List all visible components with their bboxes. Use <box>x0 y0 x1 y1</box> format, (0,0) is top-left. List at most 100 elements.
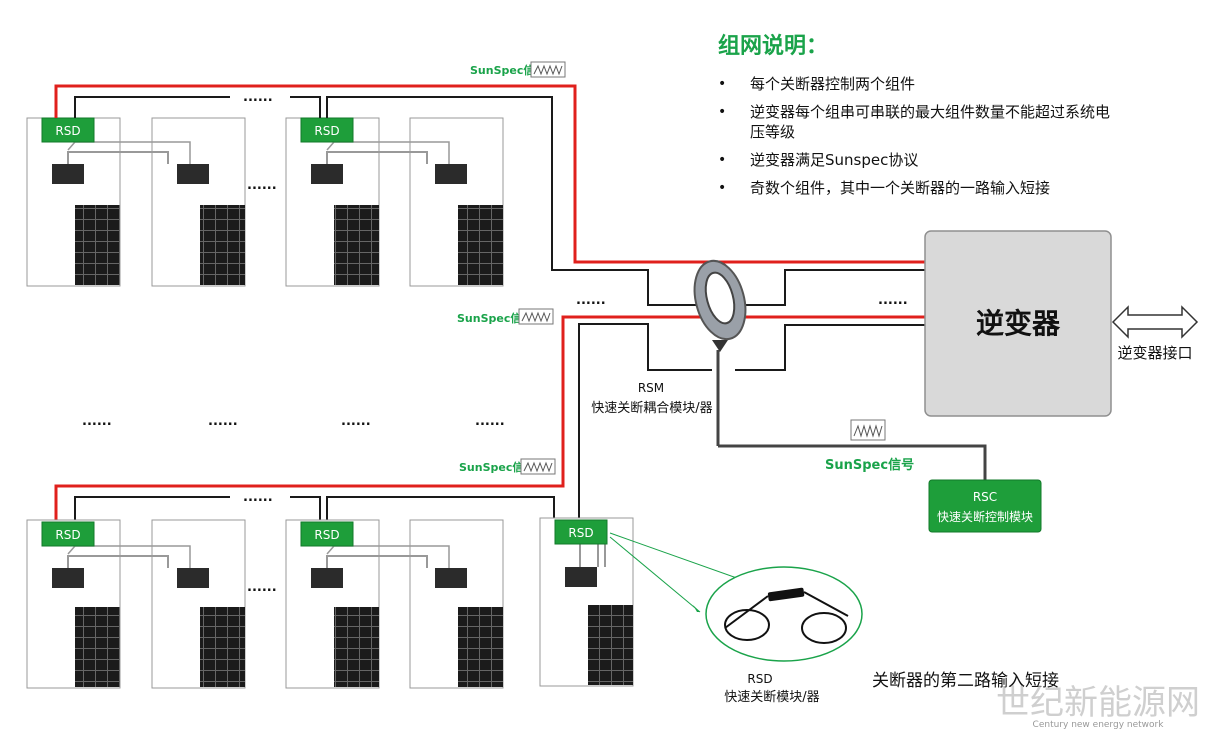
solar-panel-icon <box>75 205 120 285</box>
module-cable <box>326 151 428 164</box>
string-wire-bottom <box>74 496 230 522</box>
signal-waveform-icon <box>850 419 886 441</box>
solar-panel-icon <box>200 205 245 285</box>
solar-panel-icon <box>458 607 503 687</box>
rsm-name-label: 快速关断耦合模块/器 <box>591 401 712 416</box>
ellipsis: ...... <box>208 414 238 429</box>
inverter-box <box>924 230 1112 417</box>
rsd-label: RSD <box>314 124 339 138</box>
junction-box <box>52 164 84 184</box>
note-item: 逆变器满足Sunspec协议 <box>718 150 1138 170</box>
rsd-label: RSD <box>568 526 593 540</box>
solar-panel-icon <box>75 607 120 687</box>
negative-wire-bottom-inverter <box>735 324 925 371</box>
module-cable <box>326 555 428 568</box>
solar-panel-icon <box>200 607 245 687</box>
solar-panel-icon <box>334 205 379 285</box>
note-text: 逆变器满足Sunspec协议 <box>750 151 919 169</box>
module-cable <box>67 141 191 164</box>
solar-panel-icon <box>458 205 503 285</box>
sunspec-signal-label: SunSpec信号 <box>457 311 532 325</box>
ellipsis: ...... <box>247 580 277 595</box>
rsd-box <box>300 521 354 547</box>
solar-panel-icon <box>334 607 379 687</box>
watermark-subtext: Century new energy network <box>1033 720 1165 730</box>
rsc-name-label: 快速关断控制模块 <box>937 509 1033 524</box>
string-wire-top <box>290 96 321 118</box>
module-cable <box>326 545 450 568</box>
sunspec-signal-label: SunSpec信号 <box>470 63 545 77</box>
pv-module-1 <box>26 117 121 287</box>
notes-title: 组网说明： <box>718 34 829 59</box>
ellipsis: ...... <box>247 178 277 193</box>
notes-list: 每个关断器控制两个组件 逆变器每个组串可串联的最大组件数量不能超过系统电压等级 … <box>718 74 1138 198</box>
module-cable <box>67 545 191 568</box>
rsd-code-label: RSD <box>747 672 772 686</box>
rsd-box <box>300 117 354 143</box>
junction-box <box>435 164 467 184</box>
ellipsis: ...... <box>243 490 273 505</box>
ellipsis: ...... <box>341 414 371 429</box>
rsm-current-transformer-icon <box>693 259 747 352</box>
rsd-label: RSD <box>55 124 80 138</box>
rsd-label: RSD <box>55 528 80 542</box>
ellipsis: ...... <box>576 293 606 308</box>
positive-wire-bottom <box>54 315 925 522</box>
note-text: 逆变器每个组串可串联的最大组件数量不能超过系统电压等级 <box>750 103 1111 141</box>
rsm-code-label: RSM <box>638 381 664 395</box>
double-arrow-icon <box>1111 305 1199 339</box>
string-wire-top <box>74 96 230 118</box>
junction-box <box>565 567 597 587</box>
inverter-port-label: 逆变器接口 <box>1117 344 1192 362</box>
junction-box <box>52 568 84 588</box>
inverter-label: 逆变器 <box>976 307 1061 340</box>
note-text: 每个关断器控制两个组件 <box>750 75 916 93</box>
module-cable <box>67 151 169 164</box>
positive-wire-top <box>54 84 925 264</box>
rsd-box <box>554 519 608 545</box>
watermark-text: 世纪新能源网 <box>996 683 1200 723</box>
note-item: 奇数个组件，其中一个关断器的一路输入短接 <box>718 178 1138 198</box>
rsd-box <box>41 117 95 143</box>
junction-box <box>177 568 209 588</box>
pv-module-4 <box>409 117 504 287</box>
rsd-name-label: 快速关断模块/器 <box>724 690 819 705</box>
pv-module-6 <box>151 519 246 689</box>
short-circuit-note: 关断器的第二路输入短接 <box>872 671 1059 691</box>
rsc-module <box>928 479 1042 533</box>
pv-module-8 <box>409 519 504 689</box>
ellipsis: ...... <box>878 293 908 308</box>
pv-module-2 <box>151 117 246 287</box>
rsd-box <box>41 521 95 547</box>
note-text: 奇数个组件，其中一个关断器的一路输入短接 <box>750 179 1051 197</box>
rsd-detail-callout <box>705 566 863 662</box>
ellipsis: ...... <box>243 90 273 105</box>
signal-waveform-icon <box>530 61 566 78</box>
signal-waveform-icon <box>520 458 556 475</box>
rsd-device-icon <box>724 587 849 644</box>
string-wire-bottom <box>326 496 555 522</box>
pv-module-3 <box>285 117 380 287</box>
callout-line <box>609 536 701 613</box>
solar-panel-icon <box>588 605 633 685</box>
module-cable <box>326 141 450 164</box>
ellipsis: ...... <box>82 414 112 429</box>
string-wire-bottom <box>290 496 321 522</box>
network-notes-panel: 组网说明： 每个关断器控制两个组件 逆变器每个组串可串联的最大组件数量不能超过系… <box>718 28 1138 206</box>
rsc-code-label: RSC <box>973 490 997 504</box>
sunspec-signal-label: SunSpec信号 <box>825 457 914 473</box>
sunspec-signal-label: SunSpec信号 <box>459 460 534 474</box>
pv-module-9 <box>539 517 634 687</box>
negative-wire-top <box>326 96 712 306</box>
junction-box <box>311 568 343 588</box>
module-cable <box>67 555 169 568</box>
pv-module-7 <box>285 519 380 689</box>
negative-wire-top-inverter <box>735 269 925 306</box>
junction-box <box>435 568 467 588</box>
junction-box <box>311 164 343 184</box>
rsd-label: RSD <box>314 528 339 542</box>
negative-wire-bottom <box>578 323 712 522</box>
ellipsis: ...... <box>475 414 505 429</box>
note-item: 逆变器每个组串可串联的最大组件数量不能超过系统电压等级 <box>718 102 1138 142</box>
